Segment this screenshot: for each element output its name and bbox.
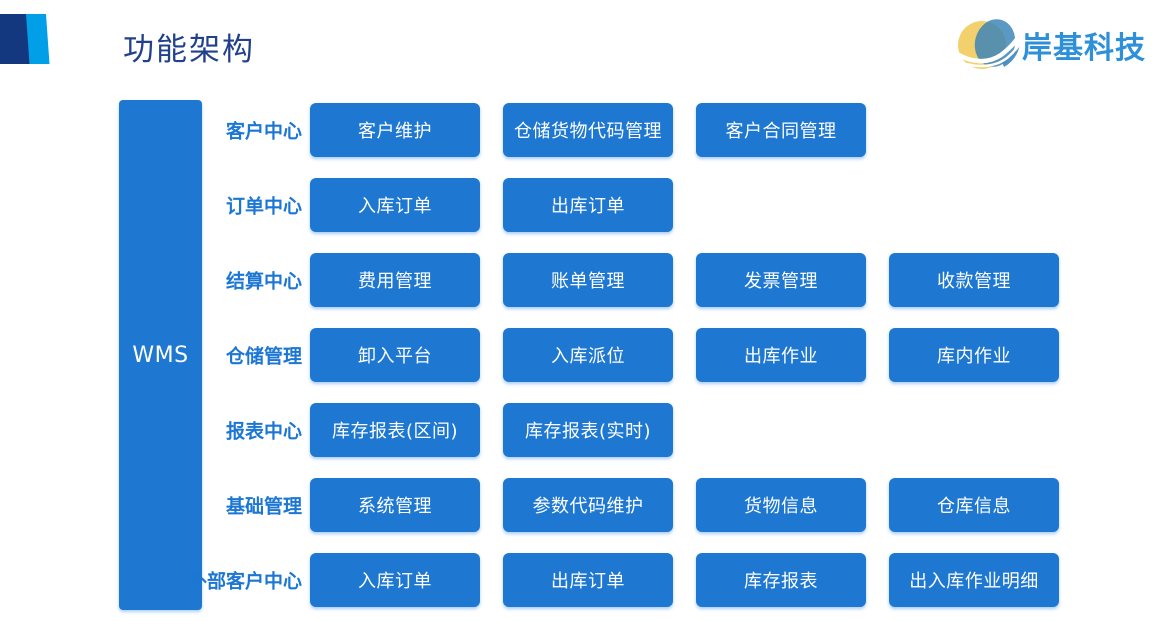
company-logo-text: 岸基科技 [1022,31,1146,66]
category-label: 仓储管理 [225,345,302,368]
node-box: 仓储货物代码管理 [503,103,673,157]
root-node-label: WMS [132,342,189,368]
decoration-light-bar [26,14,50,64]
node-box: 收款管理 [889,253,1059,307]
node-box: 库存报表 [696,553,866,607]
row-report-center: 报表中心 库存报表(区间) 库存报表(实时) [0,403,1154,457]
node-box: 入库派位 [503,328,673,382]
node-box: 库存报表(区间) [310,403,480,457]
root-node-wms: WMS [119,100,202,610]
node-box: 费用管理 [310,253,480,307]
node-box: 出库订单 [503,553,673,607]
node-box: 客户合同管理 [696,103,866,157]
company-logo-icon [956,19,1020,69]
node-box: 出库作业 [696,328,866,382]
category-label: 外部客户中心 [187,570,302,593]
row-customer-center: 客户中心 客户维护 仓储货物代码管理 客户合同管理 [0,103,1154,157]
node-box: 发票管理 [696,253,866,307]
node-box: 入库订单 [310,553,480,607]
row-order-center: 订单中心 入库订单 出库订单 [0,178,1154,232]
node-box: 客户维护 [310,103,480,157]
category-label: 基础管理 [225,495,302,518]
node-box: 入库订单 [310,178,480,232]
row-warehouse-management: 仓储管理 卸入平台 入库派位 出库作业 库内作业 [0,328,1154,382]
company-logo: 岸基科技 [956,16,1146,74]
node-box: 库存报表(实时) [503,403,673,457]
category-label: 报表中心 [225,420,302,443]
node-box: 参数代码维护 [503,478,673,532]
node-box: 货物信息 [696,478,866,532]
node-box: 出库订单 [503,178,673,232]
row-settlement-center: 结算中心 费用管理 账单管理 发票管理 收款管理 [0,253,1154,307]
node-box: 账单管理 [503,253,673,307]
category-label: 客户中心 [225,120,302,143]
node-box: 仓库信息 [889,478,1059,532]
row-basic-management: 基础管理 系统管理 参数代码维护 货物信息 仓库信息 [0,478,1154,532]
page-title: 功能架构 [123,32,255,68]
node-box: 系统管理 [310,478,480,532]
node-box: 库内作业 [889,328,1059,382]
category-label: 结算中心 [225,270,302,293]
node-box: 卸入平台 [310,328,480,382]
category-label: 订单中心 [225,195,302,218]
node-box: 出入库作业明细 [889,553,1059,607]
row-external-customer-center: 外部客户中心 入库订单 出库订单 库存报表 出入库作业明细 [0,553,1154,607]
